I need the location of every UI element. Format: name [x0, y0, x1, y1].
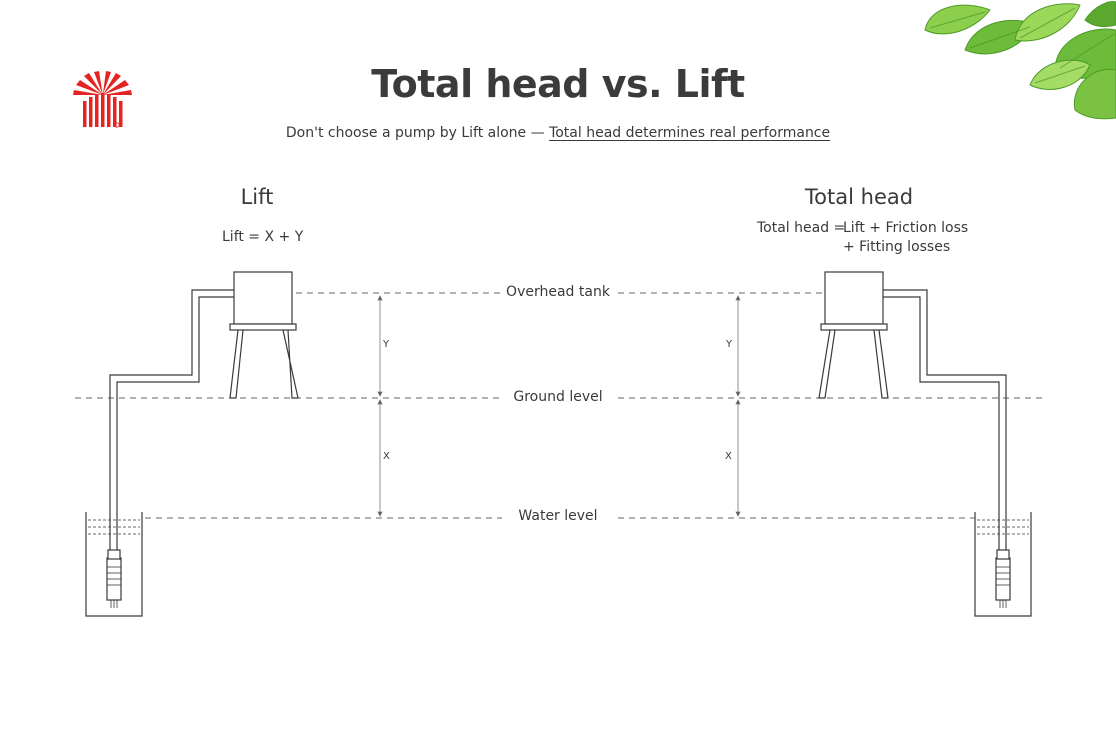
x-label-left: X — [383, 451, 390, 462]
x-label-right: X — [725, 451, 732, 462]
tank-leg-right-1 — [818, 329, 836, 399]
green-leaves-icon — [924, 1, 1116, 120]
delivery-pipe-left — [109, 289, 234, 558]
lift-heading: Lift — [240, 185, 274, 209]
subtitle-text: Don't choose a pump by Lift alone — — [285, 125, 550, 141]
well-left — [85, 512, 143, 617]
lift-formula: Lift = X + Y — [222, 229, 304, 245]
overhead-tank-right — [824, 271, 884, 325]
tank-stand-top-left — [229, 323, 297, 331]
total-head-formula-lhs: Total head = — [757, 220, 846, 236]
delivery-pipe-right — [883, 289, 1007, 558]
sunburst-logo-icon — [73, 71, 132, 128]
well-right — [974, 512, 1032, 617]
tank-stand-top-right — [820, 323, 888, 331]
total-head-formula-line1: Lift + Friction loss — [843, 220, 969, 236]
overhead-tank-label: Overhead tank — [506, 284, 610, 300]
lift-system — [85, 271, 299, 617]
total-head-heading: Total head — [804, 185, 914, 209]
total-head-link[interactable]: Total head determines real performance — [549, 125, 831, 141]
total-head-formula-line2: + Fitting losses — [843, 239, 951, 255]
y-label-right: Y — [726, 339, 733, 350]
overhead-tank-left — [233, 271, 293, 325]
water-level-label: Water level — [518, 508, 598, 524]
tank-leg-left-1 — [229, 329, 244, 399]
page-subtitle: Don't choose a pump by Lift alone — Tota… — [0, 125, 1116, 141]
ground-level-label: Ground level — [513, 389, 603, 405]
tank-leg-right-2 — [873, 329, 889, 399]
total-head-system — [818, 271, 1032, 617]
page-title: Total head vs. Lift — [371, 62, 745, 106]
y-label-left: Y — [383, 339, 390, 350]
tank-leg-left-2 — [282, 329, 299, 399]
